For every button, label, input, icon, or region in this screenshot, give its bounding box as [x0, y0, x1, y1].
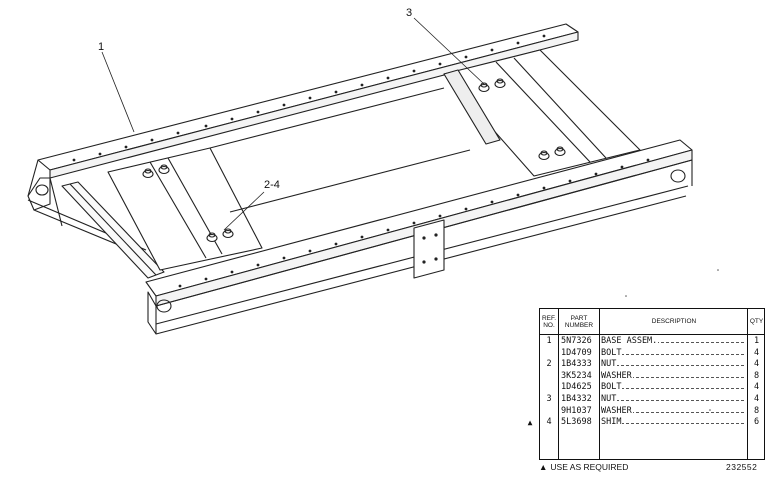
table-row: 3 1B4332 NUT 4	[540, 393, 764, 406]
table-row: 1D4709 BOLT 4	[540, 347, 764, 360]
table-row: 9H1037 WASHER 8	[540, 405, 764, 418]
row-part-number: 1D4709	[561, 347, 592, 358]
drawing-number: 232552	[726, 462, 758, 472]
parts-list-table: REF. NO. PART NUMBER DESCRIPTION QTY 1 5…	[528, 308, 765, 460]
callout-3: 3	[406, 7, 412, 19]
row-description: WASHER	[601, 405, 746, 418]
row-part-number: 9H1037	[561, 405, 592, 416]
row-qty: 8	[753, 370, 760, 381]
fastener-group-rear	[478, 78, 566, 161]
row-description: NUT	[601, 359, 746, 371]
callout-2-4: 2-4	[264, 179, 280, 191]
row-part-number: 1D4625	[561, 382, 592, 393]
row-ref: 4	[546, 417, 552, 428]
row-qty: 4	[753, 382, 760, 393]
table-header: REF. NO. PART NUMBER DESCRIPTION QTY	[540, 309, 764, 335]
row-qty: 1	[753, 336, 760, 346]
row-qty: 6	[753, 417, 760, 428]
row-qty: 4	[753, 347, 760, 358]
footnote: ▲ USE AS REQUIRED	[539, 462, 628, 472]
row-qty: 4	[753, 393, 760, 404]
row-description: BOLT	[601, 382, 746, 394]
table-row: ▲ 4 5L3698 SHIM 6	[528, 417, 764, 429]
column-divider	[599, 309, 600, 459]
right-rail-holes	[178, 158, 650, 288]
row-mark: ▲	[527, 418, 533, 428]
speck-marks	[625, 269, 719, 411]
row-part-number: 5N7326	[561, 336, 592, 346]
row-part-number: 1B4333	[561, 359, 592, 370]
fastener-group-front	[142, 164, 234, 243]
table-row: 2 1B4333 NUT 4	[540, 359, 764, 371]
row-description: NUT	[601, 393, 746, 406]
row-description: SHIM	[601, 417, 746, 429]
row-part-number: 1B4332	[561, 393, 592, 404]
footnote-text: USE AS REQUIRED	[550, 462, 629, 472]
row-qty: 4	[753, 359, 760, 370]
row-part-number: 5L3698	[561, 417, 592, 428]
header-qty: QTY	[749, 318, 764, 325]
row-ref: 3	[546, 393, 552, 404]
row-description: WASHER	[601, 370, 746, 383]
table-row: 3K5234 WASHER 8	[540, 370, 764, 383]
triangle-icon: ▲	[539, 462, 548, 472]
row-ref: 1	[546, 336, 552, 346]
leader-lines	[101, 17, 485, 231]
callout-1: 1	[98, 41, 104, 53]
header-ref-no: REF. NO.	[541, 314, 557, 329]
header-description: DESCRIPTION	[651, 318, 697, 325]
table-row: 1D4625 BOLT 4	[540, 382, 764, 394]
left-rail-holes	[72, 34, 546, 162]
cross-members	[61, 49, 641, 279]
splice-plate	[413, 219, 445, 279]
row-description: BOLT	[601, 347, 746, 360]
row-qty: 8	[753, 405, 760, 416]
table-row: 1 5N7326 BASE ASSEM. 1	[540, 336, 764, 348]
row-description: BASE ASSEM.	[601, 336, 746, 348]
header-part-number: PART NUMBER	[564, 314, 594, 329]
row-ref: 2	[546, 359, 552, 370]
row-part-number: 3K5234	[561, 370, 592, 381]
column-divider	[558, 309, 559, 459]
table-body: 1 5N7326 BASE ASSEM. 1 1D4709 BOLT 4 2 1…	[528, 336, 764, 429]
column-divider	[747, 309, 748, 459]
